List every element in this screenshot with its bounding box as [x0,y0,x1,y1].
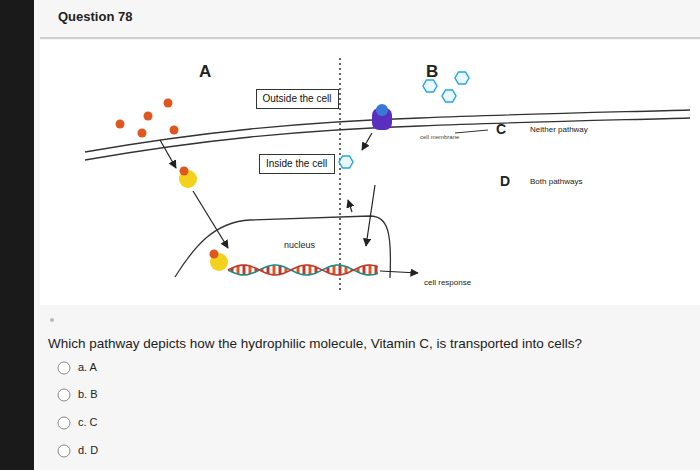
header-rule [40,38,700,39]
divider-line [339,58,341,290]
question-title: Question 78 [58,10,132,25]
vitamin-c-molecules [339,72,469,168]
nucleus-label: nucleus [282,240,317,250]
arrow [362,133,372,150]
dna-helix [228,265,378,275]
nucleus-outline [175,216,390,278]
leader-line [455,130,488,133]
question-text: Which pathway depicts how the hydrophili… [48,336,582,352]
photo-edge [0,0,34,470]
region-box: Outside the cell [256,89,339,109]
option-text: Both pathways [530,177,582,186]
steroid-molecules [116,99,179,138]
membrane-receptor [372,104,392,130]
region-label: Inside the cell [266,158,328,170]
arrow [160,140,176,168]
option-letter: C [496,121,506,137]
option-letter: D [500,173,510,189]
membrane-label: cell membrane [420,134,459,141]
receptor-on-dna [210,250,229,272]
region-label: Outside the cell [263,93,332,105]
bullet [50,318,54,322]
pathway-letter: B [426,62,438,82]
arrow [366,185,375,246]
radio-buttons [58,362,70,457]
answer-option: a. A [78,361,97,374]
answer-option: b. B [78,388,98,401]
diagram-panel [40,40,700,305]
region-box: Inside the cell [259,154,335,174]
page-ground [34,0,700,470]
arrow [348,200,352,212]
answer-option: c. C [78,416,98,429]
pathway-letter: A [199,62,211,82]
answer-option: d. D [78,444,98,457]
arrow [380,271,418,273]
arrow [193,191,228,248]
option-text: Neither pathway [530,125,588,134]
intracellular-receptor [179,167,197,189]
response-label: cell response [424,278,471,287]
